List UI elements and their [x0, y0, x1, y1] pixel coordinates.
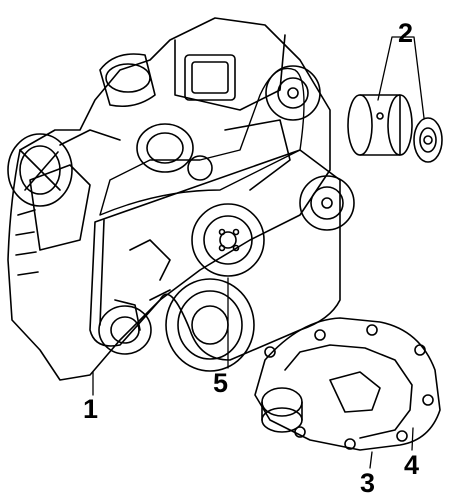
- callout-5: 5: [213, 368, 229, 398]
- tensioner-assembly: [136, 123, 213, 181]
- callout-4: 4: [404, 450, 420, 480]
- leader-line-3: [369, 451, 373, 469]
- upper-idler-pulley: [265, 65, 321, 121]
- callout-3: 3: [360, 468, 376, 498]
- callout-leader-lines: [92, 36, 425, 469]
- engine-block: [7, 17, 331, 381]
- crankshaft-pulley: [165, 278, 255, 372]
- water-pump-pulley: [191, 203, 265, 277]
- drive-belt: [89, 67, 341, 361]
- callout-2: 2: [398, 18, 414, 48]
- callout-1: 1: [83, 394, 99, 424]
- lower-idler-pulley: [98, 305, 152, 355]
- leader-line-4: [411, 427, 414, 451]
- leader-line-2: [377, 36, 425, 119]
- alternator: [7, 133, 73, 207]
- water-pump-housing: [254, 317, 441, 451]
- exploded-pump-body-and-pulley: [347, 94, 443, 163]
- power-steering-pulley: [299, 175, 355, 231]
